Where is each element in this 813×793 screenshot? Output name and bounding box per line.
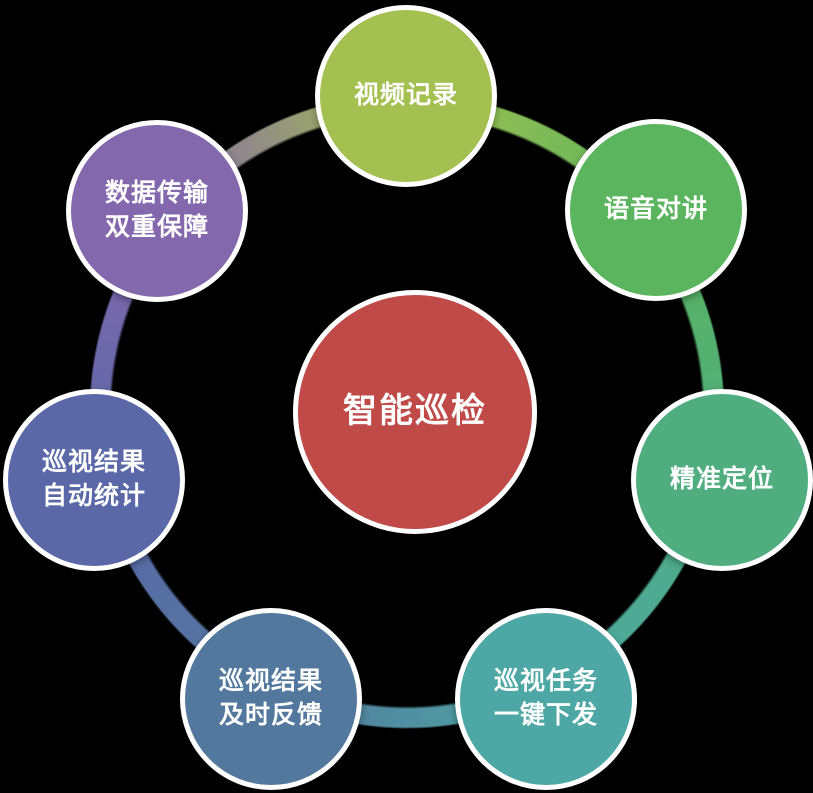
node-label: 自动统计: [41, 482, 146, 510]
node-label: 语音对讲: [603, 195, 708, 224]
node-data-transmission: 数据传输 双重保障: [66, 120, 248, 302]
node-label: 视频记录: [353, 81, 458, 110]
node-label: 数据传输: [104, 179, 209, 208]
node-video-recording: 视频记录: [315, 5, 497, 187]
node-label: 及时反馈: [218, 701, 323, 729]
node-label: 巡视任务: [493, 667, 598, 696]
node-label: 巡视结果: [218, 667, 323, 696]
node-voice-intercom: 语音对讲: [565, 119, 747, 301]
node-label: 双重保障: [104, 213, 209, 241]
node-result-statistics: 巡视结果 自动统计: [3, 389, 185, 571]
center-node-smart-inspection: 智能巡检: [293, 290, 537, 534]
node-precise-positioning: 精准定位: [631, 389, 813, 571]
center-label: 智能巡检: [343, 392, 487, 431]
node-label: 巡视结果: [41, 448, 146, 477]
node-label: 精准定位: [669, 465, 774, 494]
node-result-feedback: 巡视结果 及时反馈: [180, 608, 362, 790]
node-task-dispatch: 巡视任务 一键下发: [455, 608, 637, 790]
node-label: 一键下发: [493, 701, 598, 729]
